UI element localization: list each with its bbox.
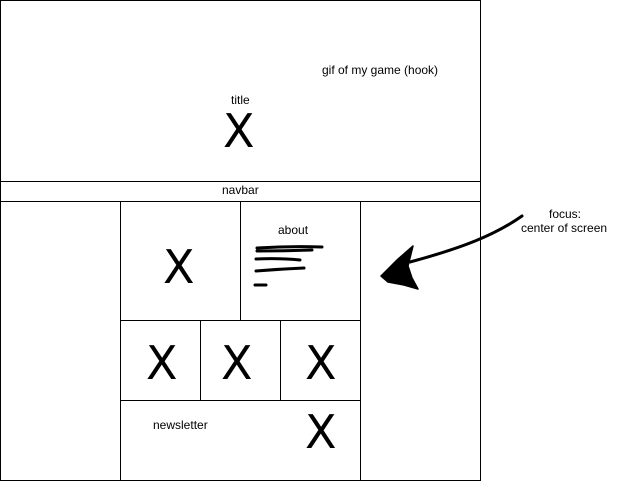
focus-label-line2: center of screen: [521, 221, 608, 235]
navbar-label: navbar: [222, 183, 259, 197]
about-text-scribble: [253, 245, 324, 287]
newsletter-placeholder-x: X: [305, 405, 337, 459]
title-placeholder-x: X: [223, 104, 255, 158]
row-placeholder-x-1: X: [146, 336, 178, 390]
newsletter-label: newsletter: [153, 418, 208, 432]
title-label: title: [231, 93, 250, 107]
row-placeholder-x-3: X: [305, 336, 337, 390]
focus-label-line1: focus:: [549, 207, 582, 221]
feature-placeholder-x: X: [163, 240, 195, 294]
focus-arrow-icon: [380, 214, 524, 290]
row-placeholder-x-2: X: [221, 336, 253, 390]
gif-label: gif of my game (hook): [322, 63, 439, 77]
about-label: about: [278, 223, 309, 237]
